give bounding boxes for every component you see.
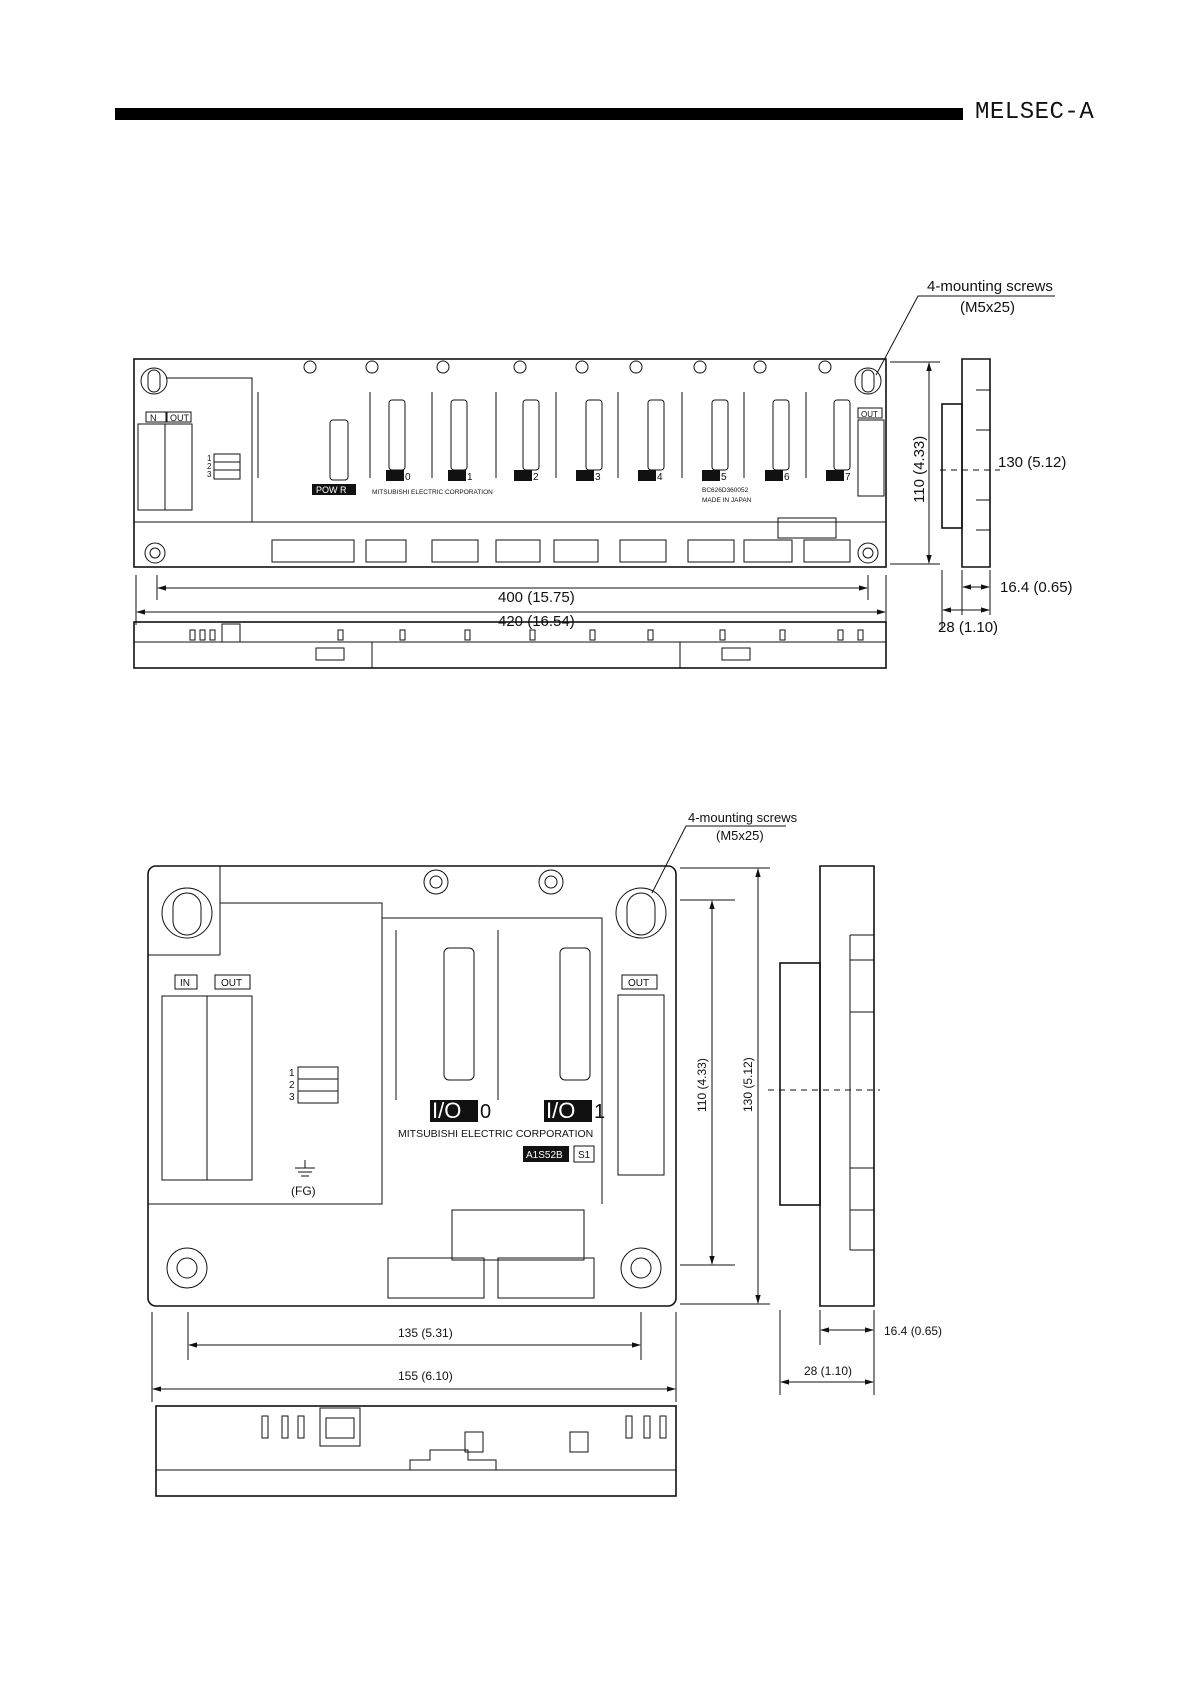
made-in-label: MADE IN JAPAN [702, 497, 752, 504]
svg-text:2: 2 [207, 462, 212, 471]
callout-screw-size: (M5x25) [716, 828, 764, 843]
out-label-right: OUT [861, 410, 878, 419]
dim-height-outer: 130 (5.12) [741, 1057, 755, 1112]
extension-connector-right [617, 994, 665, 1176]
callout-screw-size: (M5x25) [960, 299, 1015, 316]
base-front-outline [133, 358, 887, 568]
dim-height-inner: 110 (4.33) [911, 436, 928, 503]
slot-connector-1 [559, 947, 591, 1081]
dim-depth-inner: 16.4 (0.65) [884, 1324, 942, 1338]
dim-width-inner: 135 (5.31) [398, 1326, 453, 1340]
slot-labels: 0 1 2 3 4 5 6 7 [386, 470, 851, 483]
maker-label: MITSUBISHI ELECTRIC CORPORATION [372, 489, 493, 496]
base-side-view [819, 865, 875, 1307]
slot-label: 6 [784, 472, 790, 483]
mounting-screw [166, 1247, 208, 1289]
in-label: IN [180, 978, 190, 989]
svg-text:3: 3 [207, 470, 212, 479]
dim-width-inner: 400 (15.75) [498, 589, 575, 606]
mounting-screw [615, 887, 667, 939]
slot-label: 7 [845, 472, 851, 483]
power-area-outline [134, 377, 253, 523]
out-label-right: OUT [628, 978, 649, 989]
slot-label-plate [430, 1100, 478, 1122]
mounting-screw [620, 1247, 662, 1289]
slot1-number: 1 [594, 1101, 605, 1123]
model-label: A1S52B [526, 1150, 563, 1161]
slot-label: 4 [657, 472, 663, 483]
out-label-box-left [166, 411, 192, 423]
mounting-screw [140, 367, 168, 395]
slot-label: 2 [533, 472, 539, 483]
ground-icon [295, 1160, 315, 1177]
dim-depth-outer: 28 (1.10) [938, 619, 998, 636]
dim-height-outer: 130 (5.12) [998, 454, 1066, 471]
callout-leader [875, 295, 1055, 376]
out-label-box-right [857, 407, 883, 419]
model-label-plate [523, 1146, 569, 1162]
model-suffix-box [573, 1145, 595, 1163]
bottom-tabs [261, 1407, 667, 1470]
slot0-io-label: I/O [432, 1098, 461, 1123]
top-screw-row [423, 869, 564, 895]
in-label: N [150, 413, 157, 423]
slot-label-plate [544, 1100, 592, 1122]
base-unit-2slot-drawing: IN OUT 1 2 3 (FG) I/O 0 I [147, 810, 942, 1497]
dim-depth-inner: 16.4 (0.65) [1000, 579, 1073, 596]
top-screw-row [303, 360, 832, 374]
slot0-number: 0 [480, 1101, 491, 1123]
svg-text:2: 2 [289, 1080, 295, 1091]
mounting-screw [144, 542, 166, 564]
slot-label: 0 [405, 472, 411, 483]
mounting-screw [161, 887, 213, 939]
slot-dividers [257, 392, 807, 478]
slot-label: 5 [721, 472, 727, 483]
base-unit-8slot-drawing: N OUT 1 2 3 [133, 278, 1073, 669]
dim-depth-outer: 28 (1.10) [804, 1364, 852, 1378]
slot-connectors [329, 399, 851, 481]
base-front-outline [147, 865, 677, 1307]
slot-label: 1 [467, 472, 473, 483]
in-label-box [145, 411, 167, 423]
in-label-box [174, 974, 198, 990]
out-label-left: OUT [170, 413, 190, 423]
dim-height-inner: 110 (4.33) [695, 1058, 709, 1112]
slot-label: 3 [595, 472, 601, 483]
slot-connector-0 [443, 947, 475, 1081]
jumper-block: 1 2 3 [207, 453, 241, 480]
model-suffix: S1 [578, 1150, 591, 1161]
mounting-screw [857, 542, 879, 564]
fg-label: (FG) [291, 1184, 316, 1198]
out-label-left: OUT [221, 978, 242, 989]
power-label-plate [312, 484, 356, 495]
callout-leader [651, 825, 786, 894]
header-rule [115, 108, 963, 120]
out-label-box-right [621, 974, 658, 990]
dim-width-outer: 155 (6.10) [398, 1369, 453, 1383]
callout-mounting-screws: 4-mounting screws [688, 810, 798, 825]
page-header-title: MELSEC-A [975, 99, 1095, 126]
svg-text:3: 3 [289, 1092, 295, 1103]
side-view-rib [941, 403, 963, 529]
serial-label: BC626D360052 [702, 487, 749, 494]
side-view-rib [779, 962, 821, 1206]
extension-connector-right [857, 419, 885, 497]
slot-windows [271, 517, 851, 563]
bottom-tabs [189, 623, 864, 661]
jumper-block: 1 2 3 [289, 1066, 339, 1104]
slot-frame [381, 903, 603, 1204]
slot1-io-label: I/O [546, 1098, 575, 1123]
base-bottom-view [155, 1405, 677, 1497]
callout-mounting-screws: 4-mounting screws [927, 278, 1053, 295]
power-label: POW R [316, 485, 347, 495]
svg-text:1: 1 [207, 454, 212, 463]
base-bottom-view [133, 621, 887, 669]
power-area-outline [148, 902, 383, 1205]
mounting-screw [854, 367, 882, 395]
svg-text:1: 1 [289, 1068, 295, 1079]
slot-windows [387, 1209, 595, 1299]
out-label-box-left [214, 974, 251, 990]
maker-label: MITSUBISHI ELECTRIC CORPORATION [398, 1128, 593, 1140]
